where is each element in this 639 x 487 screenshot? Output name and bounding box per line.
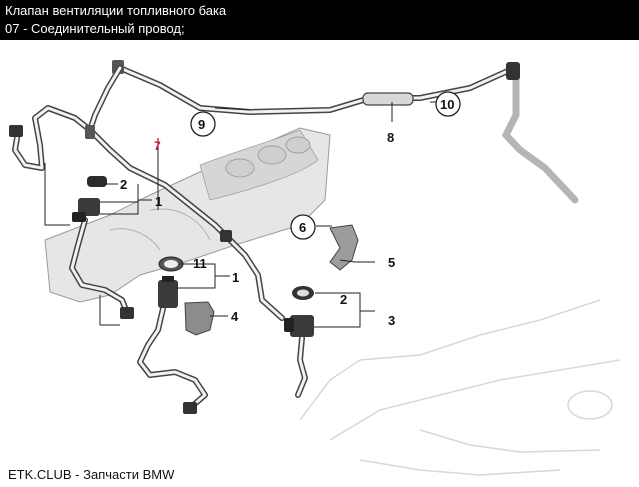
vent-pipe-end-ghost [501, 70, 579, 204]
callout-2-right: 2 [340, 292, 347, 307]
leader-lines [44, 101, 445, 328]
pipe-connector-middle [85, 125, 232, 242]
left-loop-hose [9, 105, 93, 171]
page-subtitle: 07 - Соединительный провод; [5, 21, 185, 36]
callout-circle-6 [290, 214, 316, 240]
callout-6: 6 [299, 220, 306, 235]
clamp-left [87, 176, 107, 187]
callout-4: 4 [231, 309, 239, 324]
callout-8: 8 [387, 130, 394, 145]
clamp-right [292, 286, 314, 300]
left-lower-hose [69, 217, 134, 319]
callout-7: 7 [154, 139, 161, 153]
bracket-6 [329, 224, 359, 271]
lower-middle-hose [137, 297, 208, 414]
callout-1-right: 1 [232, 270, 239, 285]
callout-circle-9 [190, 111, 216, 137]
callout-1-left: 1 [155, 194, 162, 209]
vent-pipe-end-connector [112, 60, 520, 80]
right-lower-hose [225, 235, 308, 398]
callout-10: 10 [440, 97, 454, 112]
callout-9: 9 [198, 117, 205, 132]
vent-valve-right [284, 315, 314, 337]
footer-watermark: ETK.CLUB - Запчасти BMW [8, 467, 175, 482]
intake-manifold [44, 127, 331, 303]
callout-5: 5 [388, 255, 395, 270]
connecting-line [87, 65, 233, 243]
callout-circle-10 [435, 91, 461, 117]
callout-11: 11 [193, 256, 207, 271]
ghost-lines [299, 299, 621, 476]
page-title: Клапан вентиляции топливного бака [5, 3, 227, 18]
vent-valve-middle [158, 276, 178, 308]
bracket-4 [184, 301, 215, 336]
callout-2-left: 2 [120, 177, 127, 192]
vent-pipe-long [117, 65, 513, 115]
vent-valve-left [72, 198, 100, 222]
parts-diagram: 7 9 10 8 2 1 11 1 4 6 5 2 3 [9, 60, 621, 476]
callout-3: 3 [388, 313, 395, 328]
clamp-11 [158, 256, 184, 272]
header-bar: Клапан вентиляции топливного бака 07 - С… [0, 0, 639, 40]
